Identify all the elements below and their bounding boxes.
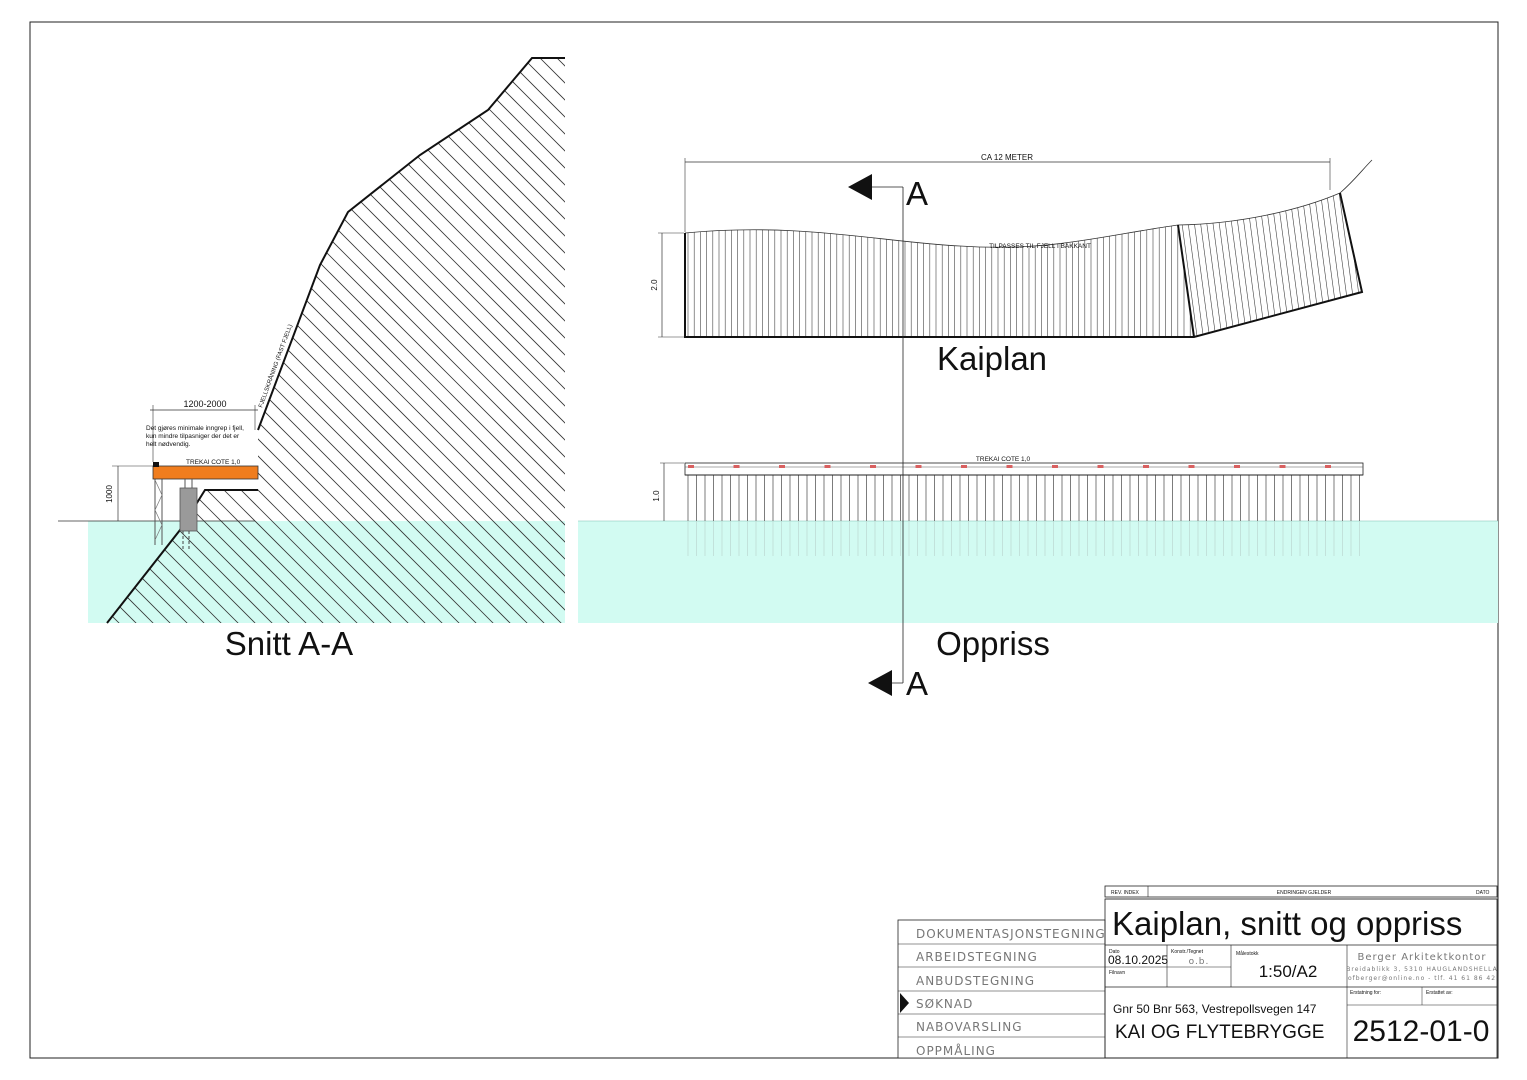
stage-soknad: SØKNAD xyxy=(916,997,973,1011)
plan-title: Kaiplan xyxy=(937,340,1047,377)
scale-label: Målestokk xyxy=(1236,950,1259,957)
plan-back-edge xyxy=(684,159,1373,248)
property-text: Gnr 50 Bnr 563, Vestrepollsvegen 147 xyxy=(1113,1002,1317,1016)
elevation-deck xyxy=(684,462,1364,476)
drawing-number: 2512-01-0 xyxy=(1353,1015,1490,1048)
replaced-by-label: Erstattet av: xyxy=(1426,990,1453,996)
date-label: Dato xyxy=(1109,949,1120,955)
rev-index-label: REV. INDEX xyxy=(1111,890,1140,896)
section-water xyxy=(88,521,565,623)
plan-view: CA 12 METER 2.0 TILPASSES TIL FJELL I BA… xyxy=(650,153,1373,377)
stage-anbud: ANBUDSTEGNING xyxy=(916,974,1035,988)
rev-date-label: DATO xyxy=(1476,890,1490,896)
office-contact: ofberger@online.no - tlf. 41 61 86 42 xyxy=(1348,975,1496,982)
section-note: Det gjøres minimale inngrep i fjell, kun… xyxy=(146,425,246,448)
drawing-title: Kaiplan, snitt og oppriss xyxy=(1112,905,1462,942)
title-block: REV. INDEX ENDRINGEN GJELDER DATO DOKUME… xyxy=(897,885,1498,1059)
plan-dim-length: CA 12 METER xyxy=(981,153,1033,162)
replaces-label: Erstatning for: xyxy=(1350,990,1381,996)
section-dim-width: 1200-2000 xyxy=(183,399,226,409)
elevation-deck-label: TREKAI COTE 1,0 xyxy=(976,456,1031,463)
rev-changes-label: ENDRINGEN GJELDER xyxy=(1277,890,1332,896)
plan-edge-label: TILPASSES TIL FJELL I BAKKANT xyxy=(989,243,1091,250)
office-name: Berger Arkitektkontor xyxy=(1357,952,1486,963)
scale-value: 1:50/A2 xyxy=(1259,962,1318,981)
section-marker: A A xyxy=(848,174,928,702)
deck-beam xyxy=(152,465,259,480)
support-block xyxy=(179,487,198,532)
date-value: 08.10.2025 xyxy=(1108,953,1168,967)
stage-arbeid: ARBEIDSTEGNING xyxy=(916,950,1038,964)
office-address: Breidablikk 3, 5310 HAUGLANDSHELLA xyxy=(1346,966,1498,973)
section-marker-bottom: A xyxy=(906,665,928,702)
active-stage-marker-icon xyxy=(900,993,909,1013)
project-name: KAI OG FLYTEBRYGGE xyxy=(1115,1022,1324,1043)
elevation-view: 1.0 TREKAI COTE 1,0 Oppriss xyxy=(578,456,1498,662)
elevation-water xyxy=(578,521,1498,623)
section-deck-label: TREKAI COTE 1,0 xyxy=(186,459,241,466)
slope-label: FJELLSKRÅNING (FAST FJELL) xyxy=(257,323,294,408)
elevation-title: Oppriss xyxy=(936,625,1050,662)
drawn-value: o.b. xyxy=(1189,957,1210,967)
filename-label: Filnavn xyxy=(1109,970,1125,976)
plan-outline xyxy=(684,192,1364,338)
section-title: Snitt A-A xyxy=(225,625,353,662)
stage-list: DOKUMENTASJONSTEGNING ARBEIDSTEGNING ANB… xyxy=(898,927,1106,1058)
section-dim-height: 1000 xyxy=(105,485,114,503)
section-arrow-bottom-icon xyxy=(868,670,892,696)
drawn-label: Konstr./Tegnet xyxy=(1171,949,1204,955)
section-arrow-top-icon xyxy=(848,174,872,200)
plan-dim-depth: 2.0 xyxy=(650,279,659,291)
stage-nabovarsling: NABOVARSLING xyxy=(916,1020,1023,1034)
stage-dokumentasjon: DOKUMENTASJONSTEGNING xyxy=(916,927,1106,941)
stage-oppmaling: OPPMÅLING xyxy=(916,1043,996,1058)
elevation-dim-height: 1.0 xyxy=(652,490,661,502)
section-marker-top: A xyxy=(906,175,928,212)
